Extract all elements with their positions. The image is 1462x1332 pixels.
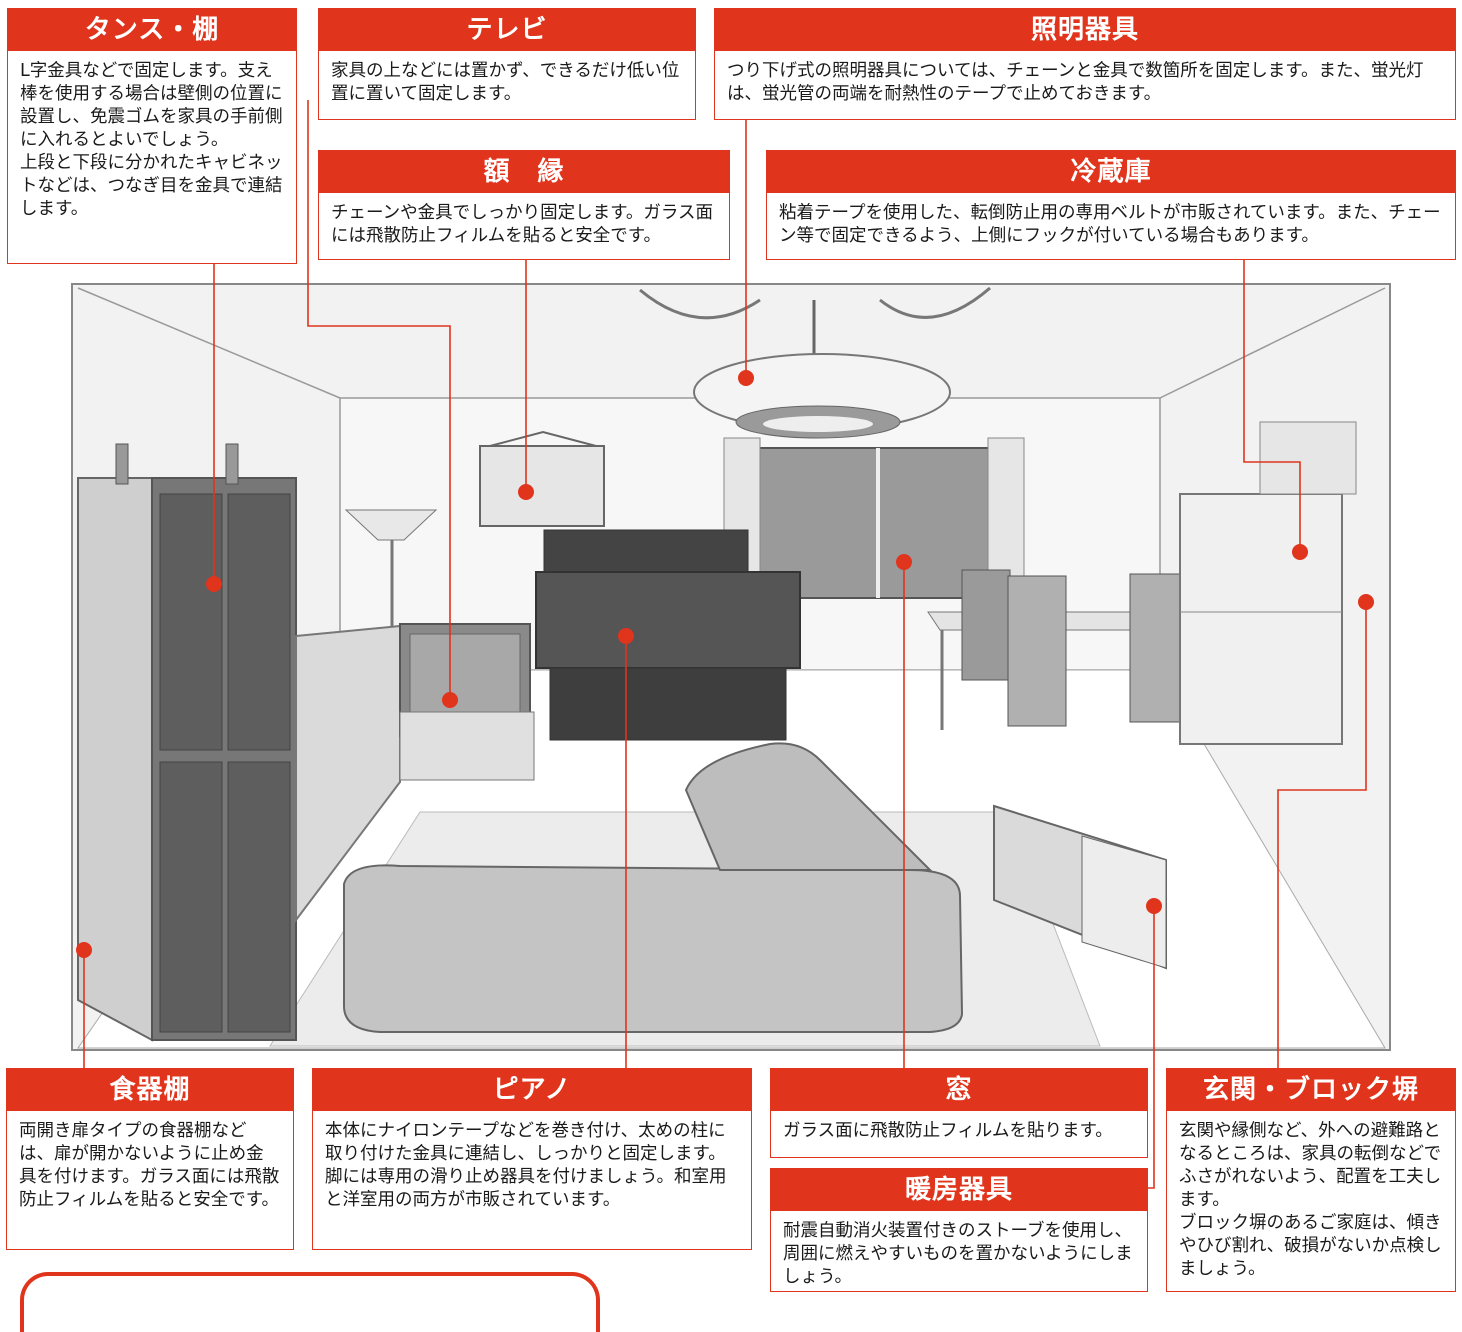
bottom-rounded-panel xyxy=(20,1272,600,1332)
picture-frame xyxy=(479,445,605,527)
piano-top xyxy=(543,529,749,573)
card-title: タンス・棚 xyxy=(8,9,296,51)
room-illustration xyxy=(71,100,1391,1189)
card-body: 耐震自動消火装置付きのストーブを使用し、周囲に燃えやすいものを置かないようにしま… xyxy=(783,1221,1133,1287)
card-title: ピアノ xyxy=(313,1069,751,1111)
callout-dots xyxy=(76,370,1374,958)
card-entrance: 玄関・ブロック塀 玄関や縁側など、外への避難路となるところは、家具の転倒などでふ… xyxy=(1166,1068,1456,1292)
card-lighting: 照明器具 つり下げ式の照明器具については、チェーンと金具で数箇所を固定します。ま… xyxy=(714,8,1456,120)
card-piano: ピアノ 本体にナイロンテープなどを巻き付け、太めの柱に取り付けた金具に連結し、し… xyxy=(312,1068,752,1250)
chair xyxy=(1007,575,1067,727)
card-title: 窓 xyxy=(771,1069,1147,1111)
card-cupboard: 食器棚 両開き扉タイプの食器棚などは、扉が開かないように止め金具を付けます。ガラ… xyxy=(6,1068,294,1250)
card-body: 玄関や縁側など、外への避難路となるところは、家具の転倒などでふさがれないよう、配… xyxy=(1179,1121,1442,1279)
card-title: 照明器具 xyxy=(715,9,1455,51)
card-body: 家具の上などには置かず、できるだけ低い位置に置いて固定します。 xyxy=(331,61,680,104)
chair xyxy=(1129,573,1189,723)
card-frame: 額 縁 チェーンや金具でしっかり固定します。ガラス面には飛散防止フィルムを貼ると… xyxy=(318,150,730,260)
card-body: 粘着テープを使用した、転倒防止用の専用ベルトが市販されています。また、チェーン等… xyxy=(779,203,1441,246)
chair xyxy=(961,569,1011,681)
tv-stand xyxy=(399,711,535,781)
card-title: 額 縁 xyxy=(319,151,729,193)
card-title: 食器棚 xyxy=(7,1069,293,1111)
card-title: 冷蔵庫 xyxy=(767,151,1455,193)
card-title: 玄関・ブロック塀 xyxy=(1167,1069,1455,1111)
piano xyxy=(535,571,801,669)
card-body: 本体にナイロンテープなどを巻き付け、太めの柱に取り付けた金具に連結し、しっかりと… xyxy=(325,1121,727,1210)
card-tv: テレビ 家具の上などには置かず、できるだけ低い位置に置いて固定します。 xyxy=(318,8,696,120)
card-tansu: タンス・棚 L字金具などで固定します。支え棒を使用する場合は壁側の位置に設置し、… xyxy=(7,8,297,264)
card-body: L字金具などで固定します。支え棒を使用する場合は壁側の位置に設置し、免震ゴムを家… xyxy=(20,61,283,219)
card-body: チェーンや金具でしっかり固定します。ガラス面には飛散防止フィルムを貼ると安全です… xyxy=(331,203,714,246)
floor-lamp xyxy=(344,509,438,541)
callout-lines xyxy=(83,100,1367,1189)
card-title: 暖房器具 xyxy=(771,1169,1147,1211)
sofa xyxy=(343,864,964,1033)
card-window: 窓 ガラス面に飛散防止フィルムを貼ります。 xyxy=(770,1068,1148,1158)
card-fridge: 冷蔵庫 粘着テープを使用した、転倒防止用の専用ベルトが市販されています。また、チ… xyxy=(766,150,1456,260)
card-title: テレビ xyxy=(319,9,695,51)
card-body: 両開き扉タイプの食器棚などは、扉が開かないように止め金具を付けます。ガラス面には… xyxy=(19,1121,280,1210)
card-body: つり下げ式の照明器具については、チェーンと金具で数箇所を固定します。また、蛍光灯… xyxy=(727,61,1424,104)
card-heater: 暖房器具 耐震自動消火装置付きのストーブを使用し、周囲に燃えやすいものを置かない… xyxy=(770,1168,1148,1292)
bookshelf xyxy=(295,624,401,923)
refrigerator xyxy=(1179,493,1343,745)
card-body: ガラス面に飛散防止フィルムを貼ります。 xyxy=(783,1121,1113,1141)
